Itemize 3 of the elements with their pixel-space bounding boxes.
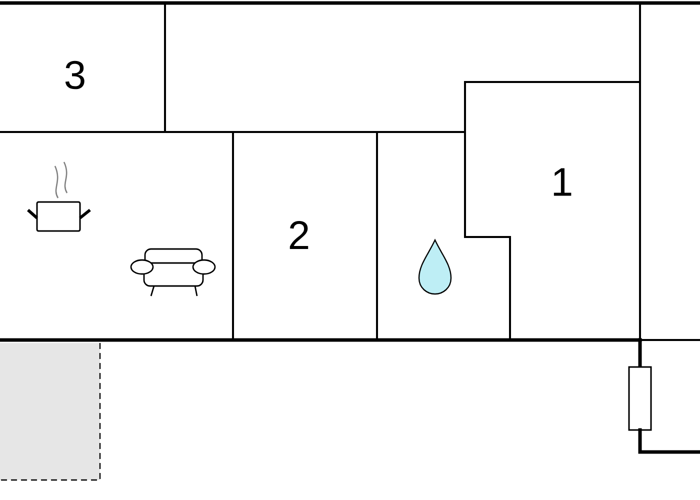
room-number: 3 [65, 60, 84, 90]
room-number: 2 [290, 221, 308, 249]
room-number: 1 [554, 168, 572, 196]
